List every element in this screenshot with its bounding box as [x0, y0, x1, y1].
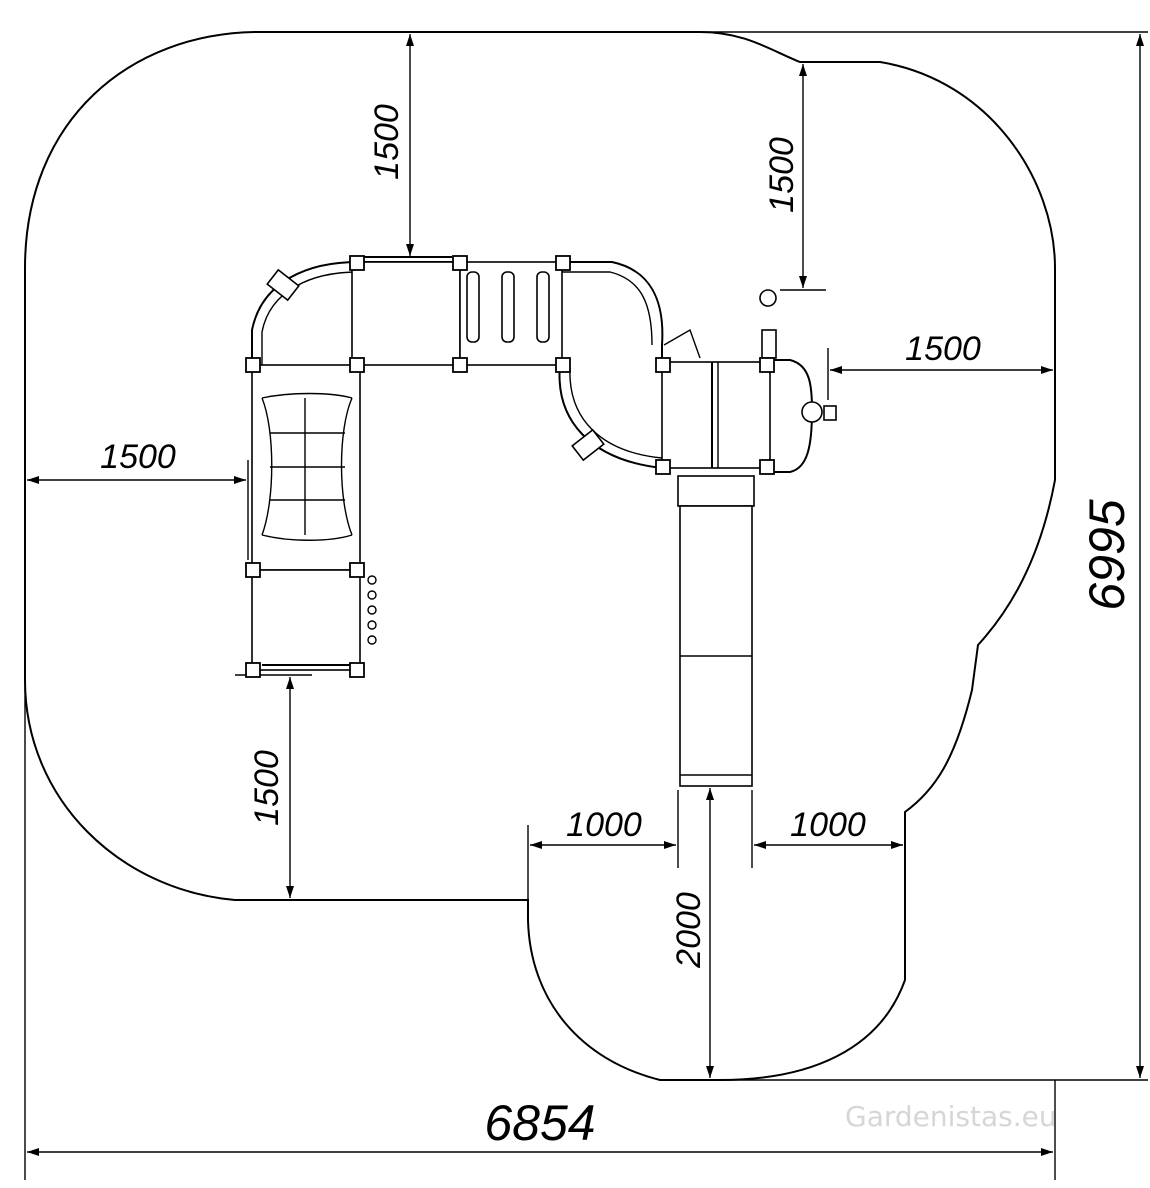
dim-right: 1500	[905, 330, 981, 368]
dim-overall-depth: 6995	[1079, 499, 1135, 610]
safety-zone-outline	[24, 31, 1056, 1081]
play-equipment	[245, 255, 837, 787]
dim-slide-runout: 2000	[670, 892, 708, 969]
dim-slide-left: 1000	[566, 806, 642, 844]
dim-bottom-left: 1500	[248, 750, 286, 826]
dim-top-left: 1500	[368, 104, 406, 180]
watermark: Gardenistas.eu	[845, 1100, 1057, 1133]
dim-left: 1500	[100, 438, 176, 476]
extension-lines	[24, 31, 1148, 1180]
dimension-arrows	[27, 34, 1144, 1156]
dim-top-right: 1500	[763, 137, 801, 213]
dim-slide-right: 1000	[790, 806, 866, 844]
dim-overall-width: 6854	[484, 1095, 595, 1151]
